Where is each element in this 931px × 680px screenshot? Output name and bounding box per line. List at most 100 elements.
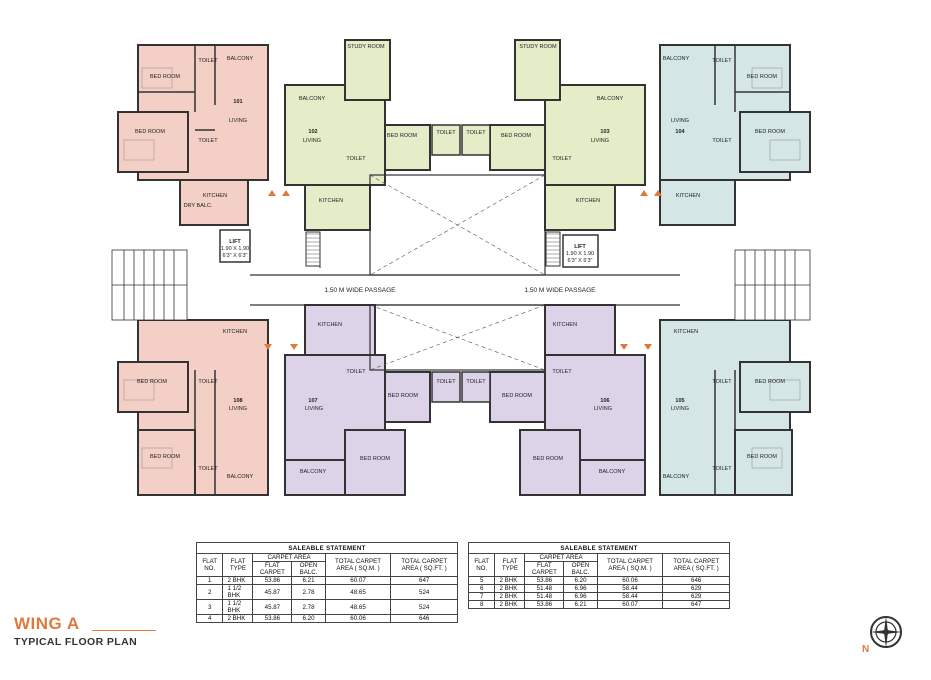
svg-text:TOILET: TOILET xyxy=(712,58,732,64)
svg-text:LIVING: LIVING xyxy=(303,138,321,144)
svg-text:BALCONY: BALCONY xyxy=(663,474,690,480)
compass-icon: N xyxy=(862,616,902,655)
svg-text:BED ROOM: BED ROOM xyxy=(755,129,785,135)
flat-107 xyxy=(284,304,431,496)
col-header: CARPET AREA xyxy=(524,553,598,562)
flat-104 xyxy=(659,44,811,226)
svg-text:KITCHEN: KITCHEN xyxy=(223,329,247,335)
col-header: OPEN BALC. xyxy=(291,561,326,577)
svg-text:BED ROOM: BED ROOM xyxy=(533,456,563,462)
svg-text:DRY BALC.: DRY BALC. xyxy=(184,203,213,209)
saleable-statement-table: SALEABLE STATEMENT FLAT NO. FLAT TYPE CA… xyxy=(195,542,458,623)
svg-text:LIVING: LIVING xyxy=(305,406,323,412)
col-header: TOTAL CARPET AREA ( SQ.FT. ) xyxy=(390,553,458,577)
lift-right: LIFT 1.90 X 1.90 6'3" X 6'3" xyxy=(562,234,599,268)
flat-106 xyxy=(489,304,646,496)
svg-text:BED ROOM: BED ROOM xyxy=(150,454,180,460)
entry-markers xyxy=(264,190,662,350)
svg-text:LIVING: LIVING xyxy=(591,138,609,144)
flat-number: 104 xyxy=(675,129,685,135)
col-header: TOTAL CARPET AREA ( SQ.M. ) xyxy=(324,553,392,577)
svg-text:STUDY ROOM: STUDY ROOM xyxy=(519,44,557,50)
flat-102 xyxy=(284,39,431,268)
svg-text:BALCONY: BALCONY xyxy=(663,56,690,62)
flat-number: 101 xyxy=(233,99,242,105)
floor-plan: LIFT 1.90 X 1.90 6'3" X 6'3" LIFT 1.90 X… xyxy=(111,39,811,496)
svg-text:KITCHEN: KITCHEN xyxy=(319,198,343,204)
svg-text:BED ROOM: BED ROOM xyxy=(360,456,390,462)
svg-text:BED ROOM: BED ROOM xyxy=(388,393,418,399)
svg-text:STUDY ROOM: STUDY ROOM xyxy=(347,44,385,50)
svg-text:TOILET: TOILET xyxy=(436,379,456,385)
saleable-statement-table: SALEABLE STATEMENT FLAT NO. FLAT TYPE CA… xyxy=(467,542,730,609)
lift-label: LIFT xyxy=(574,244,586,250)
svg-text:TOILET: TOILET xyxy=(712,379,732,385)
flat-number: 105 xyxy=(675,398,684,404)
col-header: FLAT NO. xyxy=(195,553,224,577)
staircase-right xyxy=(734,249,811,321)
svg-text:BED ROOM: BED ROOM xyxy=(135,129,165,135)
svg-text:TOILET: TOILET xyxy=(346,156,366,162)
svg-text:KITCHEN: KITCHEN xyxy=(576,198,600,204)
flat-105 xyxy=(659,319,811,496)
lift-left: LIFT 1.90 X 1.90 6'3" X 6'3" xyxy=(219,229,251,263)
svg-text:LIVING: LIVING xyxy=(671,118,689,124)
svg-text:BALCONY: BALCONY xyxy=(300,469,327,475)
north-label: N xyxy=(862,644,869,655)
svg-text:TOILET: TOILET xyxy=(198,466,218,472)
svg-text:BALCONY: BALCONY xyxy=(227,56,254,62)
plan-subtitle: TYPICAL FLOOR PLAN xyxy=(14,636,138,648)
col-header: TOTAL CARPET AREA ( SQ.FT. ) xyxy=(662,553,730,577)
flat-number: 102 xyxy=(308,129,317,135)
svg-text:LIVING: LIVING xyxy=(229,118,247,124)
svg-text:KITCHEN: KITCHEN xyxy=(674,329,698,335)
flat-108 xyxy=(117,319,269,496)
svg-text:TOILET: TOILET xyxy=(198,379,218,385)
svg-text:BED ROOM: BED ROOM xyxy=(150,74,180,80)
col-header: TOTAL CARPET AREA ( SQ.M. ) xyxy=(596,553,664,577)
svg-text:TOILET: TOILET xyxy=(198,138,218,144)
svg-text:BED ROOM: BED ROOM xyxy=(387,133,417,139)
flat-101 xyxy=(117,44,269,226)
title-underline xyxy=(92,630,156,631)
wing-title: WING A xyxy=(14,614,80,633)
svg-text:TOILET: TOILET xyxy=(552,369,572,375)
svg-text:BED ROOM: BED ROOM xyxy=(755,379,785,385)
svg-text:TOILET: TOILET xyxy=(552,156,572,162)
svg-text:TOILET: TOILET xyxy=(436,130,456,136)
svg-text:BALCONY: BALCONY xyxy=(597,96,624,102)
col-header: FLAT NO. xyxy=(467,553,496,577)
svg-text:BALCONY: BALCONY xyxy=(299,96,326,102)
central-courtyard xyxy=(250,174,680,371)
svg-text:BED ROOM: BED ROOM xyxy=(747,74,777,80)
svg-text:LIVING: LIVING xyxy=(594,406,612,412)
lift-size-ft: 6'3" X 6'3" xyxy=(568,258,593,264)
room-labels: BED ROOM BED ROOM BALCONY LIVING TOILET … xyxy=(135,44,785,480)
svg-text:TOILET: TOILET xyxy=(712,138,732,144)
svg-text:BALCONY: BALCONY xyxy=(227,474,254,480)
flat-number: 107 xyxy=(308,398,317,404)
svg-text:KITCHEN: KITCHEN xyxy=(203,193,227,199)
svg-text:TOILET: TOILET xyxy=(712,466,732,472)
svg-text:BALCONY: BALCONY xyxy=(599,469,626,475)
lift-size-ft: 6'3" X 6'3" xyxy=(223,253,248,259)
lift-size: 1.90 X 1.90 xyxy=(566,251,594,257)
passage-label-left: 1.50 M WIDE PASSAGE xyxy=(324,287,396,294)
svg-text:LIVING: LIVING xyxy=(229,406,247,412)
svg-text:LIVING: LIVING xyxy=(671,406,689,412)
col-header: CARPET AREA xyxy=(252,553,326,562)
svg-text:TOILET: TOILET xyxy=(198,58,218,64)
staircase-left xyxy=(111,249,188,321)
col-header: FLAT CARPET xyxy=(252,561,293,577)
table-title: SALEABLE STATEMENT xyxy=(468,542,730,554)
col-header: OPEN BALC. xyxy=(563,561,598,577)
svg-text:BED ROOM: BED ROOM xyxy=(502,393,532,399)
col-header: FLAT TYPE xyxy=(494,553,526,577)
